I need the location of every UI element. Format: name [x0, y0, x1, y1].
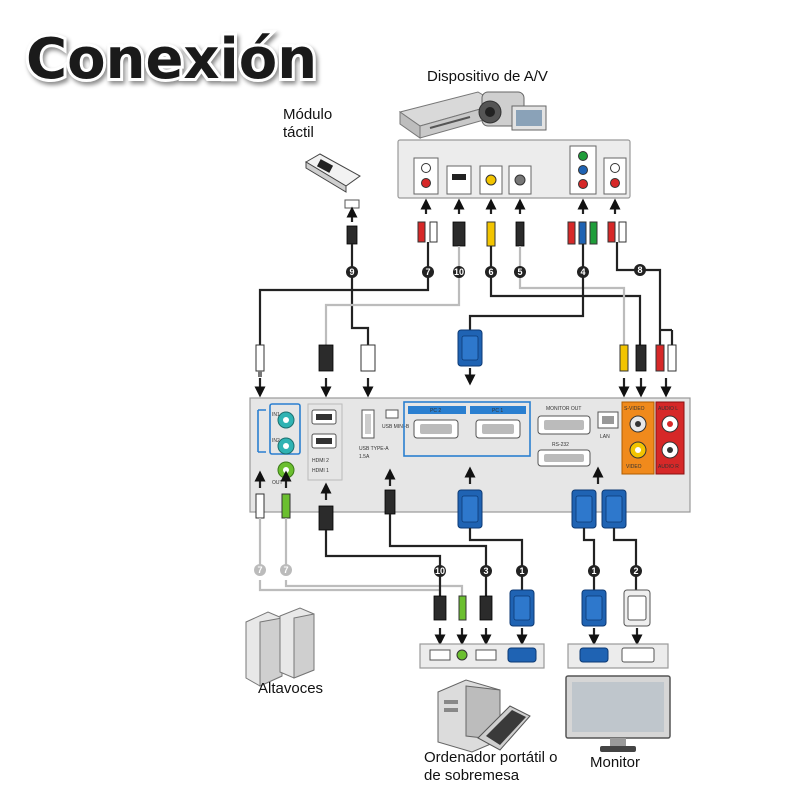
touch-module-label-line2: táctil: [283, 124, 314, 141]
usb-type-a-label: USB TYPE-A: [359, 446, 389, 452]
hdmi-ports: [307, 403, 343, 481]
speakers-label: Altavoces: [258, 680, 323, 697]
hdmi2-label: HDMI 2: [312, 458, 329, 464]
svg-text:8: 8: [637, 265, 642, 275]
svg-text:7: 7: [425, 267, 430, 277]
s-video-label: S-VIDEO: [624, 406, 645, 412]
av-device-label: Dispositivo de A/V: [427, 68, 548, 85]
audio-r-label: AUDIO R: [658, 464, 679, 470]
touch-module-label-line1: Módulo: [283, 106, 332, 123]
computer-label-line1: Ordenador portátil o: [424, 749, 557, 766]
usb-rating-label: 1.5A: [359, 454, 370, 460]
svg-text:3: 3: [483, 566, 488, 576]
svg-text:7: 7: [283, 565, 288, 575]
monitor-out-and-rs232: [537, 415, 591, 467]
computer-panel-arrows: [434, 628, 528, 646]
projector-bottom-arrows: [254, 466, 604, 500]
svg-text:7: 7: [257, 565, 262, 575]
computer-panel-ports: [429, 647, 537, 663]
svg-text:2: 2: [633, 566, 638, 576]
audio-out-label: OUT: [272, 480, 283, 486]
page-title: Conexión: [26, 27, 317, 92]
monitor-cable-plugs: [581, 589, 651, 627]
video-label: VIDEO: [626, 464, 642, 470]
svg-text:1: 1: [519, 566, 524, 576]
computer-cable-plugs: [433, 589, 535, 627]
audio-in2-label: IN2: [272, 438, 280, 444]
pc2-label: PC 2: [430, 408, 441, 414]
av-device-illustration: [398, 91, 547, 139]
top-cable-number-badges: 9 7 10 6 5 4 8: [346, 264, 646, 278]
svg-text:4: 4: [580, 267, 585, 277]
audio-in1-label: IN1: [272, 412, 280, 418]
computer-illustration: [437, 679, 531, 753]
bottom-cable-number-badges: 7 7 10 3 1 1 2: [254, 564, 642, 577]
monitor-out-label: MONITOR OUT: [546, 406, 581, 412]
projector-top-plugs: [255, 328, 677, 377]
projector-top-arrows: [254, 378, 672, 398]
hdmi1-label: HDMI 1: [312, 468, 329, 474]
av-panel-arrows: [420, 198, 621, 214]
svg-text:10: 10: [435, 566, 445, 576]
svg-text:1: 1: [591, 566, 596, 576]
audio-l-label: AUDIO L: [658, 406, 678, 412]
lan-label: LAN: [600, 434, 610, 440]
speakers-illustration: [245, 607, 315, 687]
av-panel-ports: [413, 145, 627, 195]
touch-module-port: [344, 199, 360, 209]
touch-module-illustration: [305, 153, 361, 193]
svg-text:9: 9: [349, 267, 354, 277]
pc1-label: PC 1: [492, 408, 503, 414]
usb-ports: [361, 409, 399, 439]
top-cables: [258, 242, 662, 345]
usb-mini-b-label: USB MINI-B: [382, 424, 410, 430]
touch-module-plug: [346, 225, 358, 245]
pc-input-block: [403, 401, 531, 457]
av-cable-plugs: [417, 221, 627, 247]
monitor-illustration: [565, 675, 671, 752]
monitor-panel-arrows: [588, 628, 643, 646]
monitor-label: Monitor: [590, 754, 640, 771]
computer-label-line2: de sobremesa: [424, 767, 520, 784]
monitor-panel-ports: [579, 647, 655, 663]
video-audio-block: [621, 401, 685, 475]
top-vga-connector: [457, 329, 483, 367]
svg-text:5: 5: [517, 267, 522, 277]
svg-text:6: 6: [488, 267, 493, 277]
svg-text:10: 10: [454, 267, 464, 277]
rs232-label: RS-232: [552, 442, 569, 448]
